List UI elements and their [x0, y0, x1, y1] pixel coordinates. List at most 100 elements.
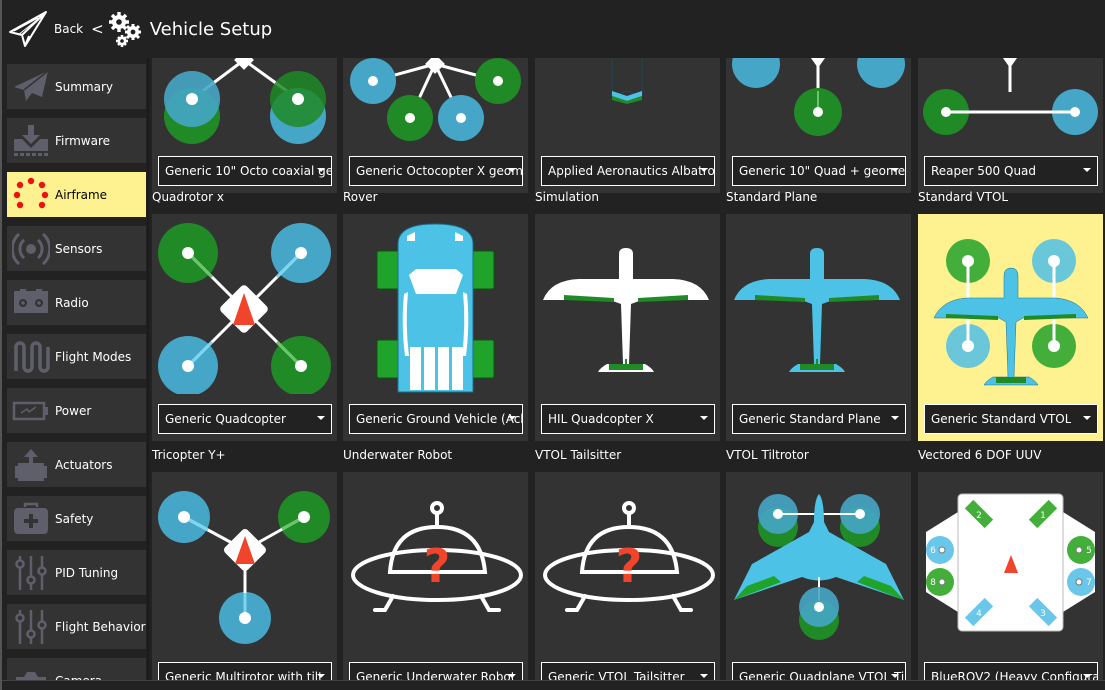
- back-label: Back: [54, 22, 84, 36]
- thruster-label: 1: [1040, 511, 1046, 521]
- airframe-card-vtol-tailsitter[interactable]: ? Generic VTOL Tailsitter: [535, 472, 720, 680]
- airframe-card-quad-plus[interactable]: Generic 10" Quad + geometry: [726, 58, 911, 193]
- airframe-card-reaper[interactable]: Reaper 500 Quad: [918, 58, 1103, 193]
- sidebar-item-firmware[interactable]: Firmware: [7, 118, 146, 163]
- page-title: Vehicle Setup: [149, 18, 273, 40]
- dropdown-arrow-icon: [317, 168, 325, 172]
- sidebar-item-sensors[interactable]: Sensors: [7, 226, 146, 271]
- thruster-label: 4: [976, 609, 982, 619]
- airframe-card-vtol-tiltrotor[interactable]: Generic Quadplane VTOL Tiltrotor: [726, 472, 911, 680]
- octo-coaxial-diagram: [164, 58, 326, 144]
- airframe-select[interactable]: Generic Ground Vehicle (Ackermann): [349, 404, 523, 434]
- airframe-grid: Generic 10" Octo coaxial geometry Generi…: [150, 58, 1105, 680]
- rover-diagram: [376, 223, 495, 393]
- gears-icon: [108, 12, 141, 47]
- category-label: Rover: [343, 190, 378, 204]
- hil-plane-diagram: [543, 248, 709, 372]
- sidebar-label: Flight Modes: [55, 349, 132, 364]
- dropdown-arrow-icon: [891, 168, 899, 172]
- dropdown-arrow-icon: [700, 416, 708, 420]
- sidebar-item-power[interactable]: Power: [7, 388, 146, 433]
- airframe-select[interactable]: Generic 10" Quad + geometry: [732, 156, 906, 186]
- safety-kit-icon: [10, 499, 52, 539]
- category-label: Simulation: [535, 190, 599, 204]
- sliders-icon: [10, 607, 52, 647]
- airframe-select[interactable]: Generic Standard VTOL: [924, 404, 1098, 434]
- albatross-diagram: [611, 58, 643, 104]
- airframe-card-albatross[interactable]: Applied Aeronautics Albatross: [535, 58, 720, 193]
- category-label: Tricopter Y+: [152, 448, 226, 462]
- airframe-card-rover[interactable]: Generic Ground Vehicle (Ackermann): [343, 214, 528, 441]
- content-scrollbar[interactable]: [1101, 58, 1105, 680]
- airframe-select[interactable]: Reaper 500 Quad: [924, 156, 1098, 186]
- sidebar-item-flight-modes[interactable]: Flight Modes: [7, 334, 146, 379]
- sidebar-item-summary[interactable]: Summary: [7, 64, 146, 109]
- thruster-label: 6: [930, 546, 936, 556]
- breadcrumb-separator: <: [91, 20, 104, 38]
- thruster-label: 3: [1040, 609, 1046, 619]
- flight-modes-icon: [10, 337, 52, 377]
- tiltrotor-diagram: [734, 494, 904, 640]
- sidebar-label: Actuators: [55, 457, 113, 472]
- airframe-card-underwater-robot[interactable]: ? Generic Underwater Robot: [343, 472, 528, 680]
- airframe-select[interactable]: Generic Standard Plane: [732, 404, 906, 434]
- category-label: Quadrotor x: [152, 190, 224, 204]
- back-button[interactable]: Back: [8, 10, 83, 48]
- sidebar-item-actuators[interactable]: Actuators: [7, 442, 146, 487]
- sensors-icon: [10, 229, 52, 269]
- dropdown-arrow-icon: [1083, 674, 1091, 678]
- airframe-card-octo-x[interactable]: Generic Octocopter X geometry: [343, 58, 528, 193]
- quadrotor-x-diagram: [158, 223, 331, 394]
- airframe-select[interactable]: Generic Quadcopter: [158, 404, 332, 434]
- actuators-icon: [10, 445, 52, 485]
- airframe-select[interactable]: Generic Quadplane VTOL Tiltrotor: [732, 662, 906, 680]
- airframe-select[interactable]: Generic 10" Octo coaxial geometry: [158, 156, 332, 186]
- airframe-card-tricopter[interactable]: Generic Multirotor with tilt: [152, 472, 337, 680]
- header-bar: Back < Vehicle Setup: [2, 0, 1105, 58]
- sidebar-item-pid-tuning[interactable]: PID Tuning: [7, 550, 146, 595]
- dropdown-arrow-icon: [891, 674, 899, 678]
- sidebar-item-radio[interactable]: Radio: [7, 280, 146, 325]
- sidebar-item-airframe[interactable]: Airframe: [7, 172, 146, 217]
- question-mark-text: ?: [616, 539, 643, 593]
- radio-icon: [10, 283, 52, 323]
- airframe-card-simulation[interactable]: HIL Quadcopter X: [535, 214, 720, 441]
- standard-plane-diagram: [734, 248, 900, 372]
- sidebar-label: Radio: [55, 295, 89, 310]
- category-label: Vectored 6 DOF UUV: [918, 448, 1042, 462]
- sliders-icon: [10, 553, 52, 593]
- airframe-card-octo-coaxial[interactable]: Generic 10" Octo coaxial geometry: [152, 58, 337, 193]
- reaper-quad-diagram: [923, 58, 1098, 135]
- category-label: VTOL Tailsitter: [535, 448, 622, 462]
- quad-plus-diagram: [732, 58, 905, 136]
- airframe-select[interactable]: Applied Aeronautics Albatross: [541, 156, 715, 186]
- sidebar-item-flight-behavior[interactable]: Flight Behavior: [7, 604, 146, 649]
- airframe-card-vectored-uuv[interactable]: 1 2 3 4 5 6 7 8 BlueROV2 (Heavy Configur…: [918, 472, 1103, 680]
- dropdown-arrow-icon: [508, 674, 516, 678]
- octo-x-diagram: [350, 58, 521, 141]
- airframe-card-standard-plane[interactable]: Generic Standard Plane: [726, 214, 911, 441]
- airframe-select[interactable]: Generic VTOL Tailsitter: [541, 662, 715, 680]
- airframe-dots-icon: [10, 175, 52, 215]
- airframe-select[interactable]: Generic Underwater Robot: [349, 662, 523, 680]
- standard-vtol-diagram: [933, 239, 1089, 386]
- bottom-edge: [2, 680, 1105, 690]
- airframe-select[interactable]: Generic Multirotor with tilt: [158, 662, 332, 680]
- airframe-card-quadrotor-x[interactable]: Generic Quadcopter: [152, 214, 337, 441]
- dropdown-arrow-icon: [700, 168, 708, 172]
- sidebar: Summary Firmware Airframe Sensors Radio: [5, 62, 146, 690]
- dropdown-arrow-icon: [700, 674, 708, 678]
- thruster-label: 7: [1086, 578, 1092, 588]
- airframe-card-standard-vtol[interactable]: Generic Standard VTOL: [918, 214, 1103, 441]
- tricopter-diagram: [158, 491, 330, 644]
- airframe-select[interactable]: BlueROV2 (Heavy Configuration): [924, 662, 1098, 680]
- sidebar-label: PID Tuning: [55, 565, 119, 580]
- paper-plane-icon: [10, 67, 52, 107]
- airframe-select[interactable]: HIL Quadcopter X: [541, 404, 715, 434]
- sidebar-item-safety[interactable]: Safety: [7, 496, 146, 541]
- question-mark-text: ?: [424, 539, 451, 593]
- category-label: Standard Plane: [726, 190, 818, 204]
- paper-plane-icon: [9, 11, 47, 47]
- airframe-select[interactable]: Generic Octocopter X geometry: [349, 156, 523, 186]
